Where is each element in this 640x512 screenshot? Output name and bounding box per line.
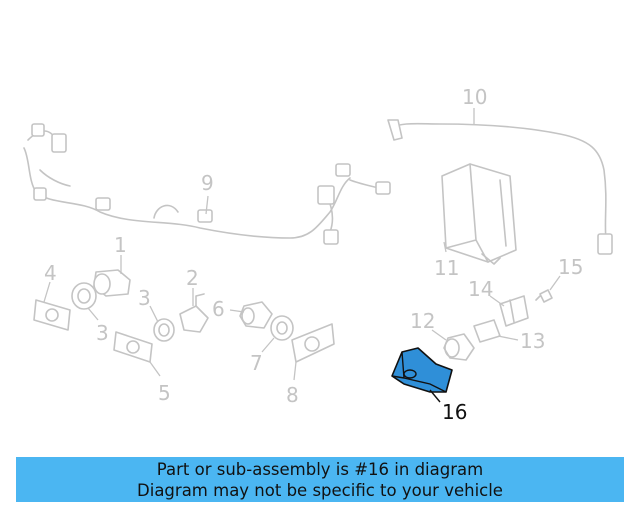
- callout-16: 16: [442, 400, 467, 424]
- callout-3b: 3: [138, 286, 151, 310]
- banner-line-2: Diagram may not be specific to your vehi…: [137, 481, 503, 500]
- callout-7: 7: [250, 351, 263, 375]
- callout-5: 5: [158, 381, 171, 405]
- bolt-part-15: [535, 289, 553, 303]
- sensor-cable-part: [387, 119, 613, 255]
- callout-11: 11: [434, 256, 459, 280]
- camera-sensor-part-12: [443, 333, 475, 361]
- callout-4: 4: [44, 261, 57, 285]
- callout-2: 2: [186, 266, 199, 290]
- leader-lines: [43, 108, 561, 403]
- bracket-part-13: [473, 319, 501, 343]
- sensor-bracket-part-4: [33, 299, 71, 331]
- callout-12: 12: [410, 309, 435, 333]
- info-banner: Part or sub-assembly is #16 in diagram D…: [16, 457, 624, 502]
- wiring-harness-part: [23, 123, 391, 245]
- callout-6: 6: [212, 297, 225, 321]
- callout-14: 14: [468, 277, 493, 301]
- callout-9: 9: [201, 171, 214, 195]
- callout-15: 15: [558, 255, 583, 279]
- park-sensor-part-2: [179, 293, 209, 333]
- sensor-ring-part-3b: [153, 318, 175, 342]
- park-sensor-part-6: [239, 301, 273, 329]
- sensor-ring-part-3a: [71, 282, 97, 310]
- control-module-part: [441, 163, 517, 265]
- bracket-part-14: [499, 295, 529, 327]
- banner-line-1: Part or sub-assembly is #16 in diagram: [156, 460, 484, 479]
- sensor-ring-part-7: [270, 315, 294, 341]
- callout-10: 10: [462, 85, 487, 109]
- sensor-bracket-part-5: [113, 331, 153, 363]
- highlighted-part-16: [391, 347, 453, 393]
- park-sensor-part-1: [93, 269, 131, 297]
- callout-1: 1: [114, 233, 127, 257]
- callout-13: 13: [520, 329, 545, 353]
- callout-8: 8: [286, 383, 299, 407]
- sensor-bracket-part-8: [291, 323, 335, 363]
- callout-3a: 3: [96, 321, 109, 345]
